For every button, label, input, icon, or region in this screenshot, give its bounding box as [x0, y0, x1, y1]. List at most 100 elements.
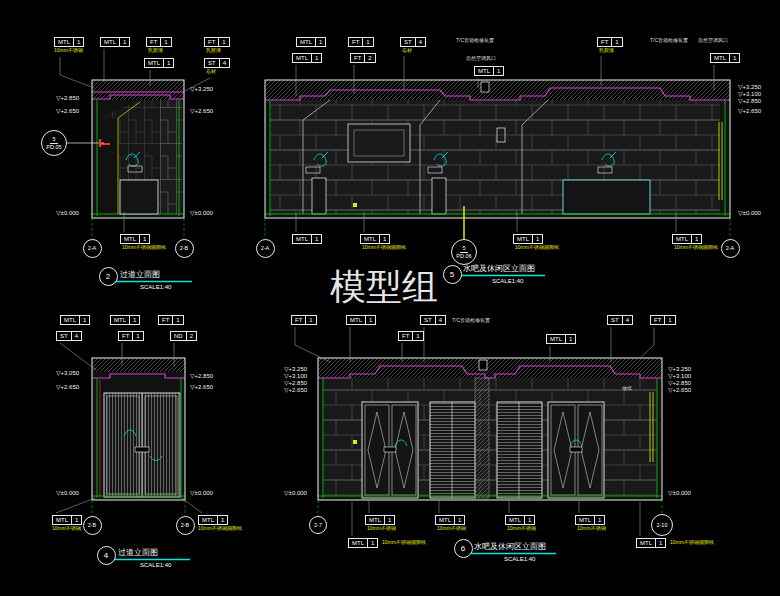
- level-mark: ▽±0.000: [190, 210, 213, 217]
- node-text: 2-A: [261, 245, 270, 251]
- node-text: FT: [349, 38, 362, 46]
- node-text: 1: [129, 316, 139, 324]
- view-title: SCALE1:40: [492, 278, 523, 285]
- node-text: MTL: [101, 38, 119, 46]
- node-text: MTL: [53, 516, 71, 524]
- node-text: FT: [147, 38, 160, 46]
- material-tag: MTL1: [513, 234, 543, 244]
- level-mark: ▽+3.250: [738, 84, 761, 91]
- node-text: 2-B: [88, 522, 97, 528]
- view-number: 4: [97, 546, 116, 565]
- material-tag: ST4: [204, 58, 230, 68]
- node-text: MTL: [673, 235, 691, 243]
- axis-marker: 2-B: [83, 516, 102, 535]
- node-text: 1: [163, 59, 173, 67]
- node-text: 1: [305, 316, 315, 324]
- node-text: FT: [159, 316, 172, 324]
- node-text: MTL: [145, 59, 163, 67]
- level-mark: ▽±0.000: [668, 490, 691, 497]
- view-title: 过道立面图: [118, 548, 158, 557]
- node-text: MTL: [199, 516, 217, 524]
- level-mark: ▽+3.250: [668, 366, 691, 373]
- material-note: 10mm不锈钢踢脚线: [198, 526, 242, 532]
- view-title: SCALE1:40: [140, 284, 171, 291]
- node-text: 2-A: [726, 245, 735, 251]
- elevation-4: [92, 358, 185, 500]
- axis-marker: 2-A: [256, 239, 275, 258]
- material-tag: MTL1: [505, 515, 535, 525]
- node-text: MTL: [366, 516, 384, 524]
- node-text: 4: [622, 316, 632, 324]
- material-tag: FT2: [350, 53, 376, 63]
- node-text: 6: [461, 544, 465, 553]
- level-mark: ▽+2.850: [738, 98, 761, 105]
- node-text: 2-A: [88, 245, 97, 251]
- view-title: 水吧及休闲区立面图: [474, 542, 546, 551]
- level-mark: ▽±0.000: [56, 490, 79, 497]
- material-note: 10mm不锈钢: [54, 48, 83, 54]
- node-text: ST: [608, 316, 622, 324]
- material-tag: MTL1: [54, 37, 84, 47]
- node-text: 1: [532, 235, 542, 243]
- node-text: 4: [435, 316, 445, 324]
- node-text: MTL: [111, 316, 129, 324]
- node-text: PD.06: [456, 253, 471, 260]
- node-text: 2-10: [656, 522, 667, 528]
- node-text: 2-7: [314, 522, 322, 528]
- axis-marker: 2-B: [175, 239, 194, 258]
- section-marker: 5PD.06: [451, 239, 477, 265]
- material-note: 自然空调风口: [466, 56, 496, 62]
- axis-marker: 2-A: [721, 239, 740, 258]
- material-note: 10mm不锈钢踢脚线: [382, 540, 426, 546]
- level-mark: ▽+2.850: [190, 373, 213, 380]
- node-text: MTL: [637, 539, 655, 547]
- node-text: MTL: [293, 54, 311, 62]
- axis-marker: 2-A: [83, 239, 102, 258]
- axis-marker: 2-7: [309, 516, 327, 534]
- node-text: 2: [106, 272, 110, 281]
- level-mark: ▽+2.650: [56, 108, 79, 115]
- node-text: 1: [217, 516, 227, 524]
- material-tag: ST4: [420, 315, 446, 325]
- view-title: SCALE1:40: [504, 556, 535, 563]
- node-text: 2-B: [180, 245, 189, 251]
- view-title: 水吧及休闲区立面图: [463, 264, 535, 273]
- level-mark: ▽±0.000: [190, 490, 213, 497]
- view-number: 6: [454, 539, 473, 558]
- material-note: 乳胶漆: [148, 48, 163, 54]
- level-mark: ▽+3.250: [284, 366, 307, 373]
- level-mark: ▽+3.100: [668, 373, 691, 380]
- node-text: MTL: [347, 316, 365, 324]
- material-note: 10mm不锈钢踢脚线: [122, 245, 166, 251]
- view-title: 过道立面图: [120, 270, 160, 279]
- node-text: FT: [205, 38, 218, 46]
- node-text: 1: [362, 38, 372, 46]
- material-tag: MTL1: [360, 234, 390, 244]
- node-text: MTL: [293, 235, 311, 243]
- level-mark: ▽+2.850: [284, 380, 307, 387]
- axis-marker: 2-B: [176, 516, 195, 535]
- axis-lines: [92, 218, 730, 516]
- node-text: 2: [186, 332, 196, 340]
- material-note: 乳胶漆: [599, 48, 614, 54]
- node-text: MTL: [711, 54, 729, 62]
- material-note: T/C音箱检修装置: [650, 38, 688, 44]
- material-note: 石材: [206, 69, 216, 75]
- material-tag: MTL1: [100, 37, 130, 47]
- material-tag: FT1: [597, 37, 623, 47]
- material-note: T/C音箱检修装置: [452, 318, 490, 324]
- leader-lines: [56, 49, 714, 536]
- node-text: ST: [205, 59, 219, 67]
- node-text: ND: [171, 332, 186, 340]
- node-text: 2: [364, 54, 374, 62]
- node-text: 1: [384, 516, 394, 524]
- elevation-2: [92, 80, 184, 218]
- material-note: 石材: [402, 48, 412, 54]
- material-tag: FT1: [398, 331, 424, 341]
- node-text: 1: [379, 235, 389, 243]
- node-text: 4: [219, 59, 229, 67]
- node-text: 1: [493, 67, 503, 75]
- level-mark: ▽+2.850: [668, 380, 691, 387]
- elevation-5: [265, 80, 730, 240]
